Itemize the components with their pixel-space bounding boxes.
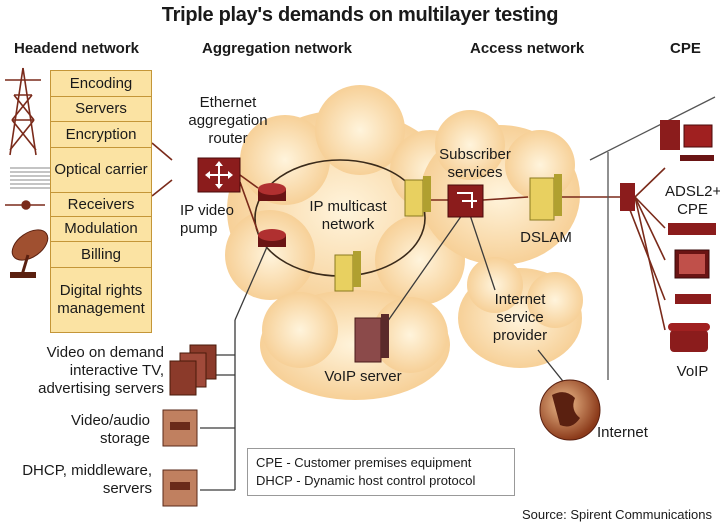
headend-box: Receivers xyxy=(50,192,152,217)
isp-label: Internet service provider xyxy=(492,291,548,344)
voip-server-label: VoIP server xyxy=(324,368,402,385)
phone-icon xyxy=(668,323,710,352)
voip-cpe-label: VoIP xyxy=(676,363,709,380)
storage-icon xyxy=(162,409,198,447)
headend-box: Servers xyxy=(50,96,152,122)
satellite-dish-icon xyxy=(10,229,49,278)
connection-lines xyxy=(151,142,666,331)
subscriber-services-label: Subscriber services xyxy=(439,146,511,181)
router-icon xyxy=(258,229,286,247)
cpe-house-outline xyxy=(589,96,716,380)
vod-server-icon xyxy=(169,344,217,396)
legend-item: CPE - Customer premises equipment xyxy=(256,455,472,470)
adsl-cpe-label: ADSL2+ CPE xyxy=(665,183,720,218)
access-cloud xyxy=(420,110,580,265)
modem-icon xyxy=(668,223,716,235)
ethernet-router-icon xyxy=(197,157,241,193)
column-headend: Headend network xyxy=(14,40,140,57)
ip-multicast-label: IP multicast network xyxy=(309,198,387,233)
headend-box: Billing xyxy=(50,241,152,268)
headend-box: Modulation xyxy=(50,216,152,242)
isp-cloud xyxy=(458,257,583,368)
dslam-label: DSLAM xyxy=(520,229,572,246)
dhcp-server-icon xyxy=(162,469,198,507)
internet-label: Internet xyxy=(597,424,648,441)
headend-box: Optical carrier xyxy=(50,147,152,193)
subscriber-switch-icon xyxy=(447,184,484,218)
headend-box: Encryption xyxy=(50,121,152,148)
multicast-server-icon xyxy=(334,251,361,292)
tv-icon xyxy=(674,249,710,279)
headend-box: Encoding xyxy=(50,70,152,97)
column-access: Access network xyxy=(470,40,585,57)
multicast-server-icon xyxy=(404,176,431,217)
globe-icon xyxy=(539,379,601,441)
fiber-lines-icon xyxy=(10,167,50,189)
legend-box: CPE - Customer premises equipment DHCP -… xyxy=(247,448,515,496)
storage-label: Video/audio storage xyxy=(71,412,150,447)
set-top-box-icon xyxy=(675,294,711,304)
computer-icon xyxy=(660,120,714,161)
headend-box: Digital rights management xyxy=(50,267,152,333)
legend-item: DHCP - Dynamic host control protocol xyxy=(256,473,476,488)
column-aggregation: Aggregation network xyxy=(202,40,353,57)
voip-server-icon xyxy=(354,314,389,363)
ip-video-pump-label: IP video pump xyxy=(180,202,234,237)
splitter-icon xyxy=(620,183,635,211)
dhcp-label: DHCP, middleware, servers xyxy=(22,462,152,497)
ethernet-router-label: Ethernet aggregation router xyxy=(188,94,268,147)
column-cpe: CPE xyxy=(670,40,701,57)
node-icon xyxy=(5,200,45,210)
diagram-title: Triple play's demands on multilayer test… xyxy=(161,4,559,26)
dslam-icon xyxy=(529,174,562,221)
vod-label: Video on demand interactive TV, advertis… xyxy=(38,344,164,397)
tower-icon xyxy=(5,67,41,156)
router-icon xyxy=(258,183,286,201)
source-credit: Source: Spirent Communications xyxy=(521,507,712,522)
